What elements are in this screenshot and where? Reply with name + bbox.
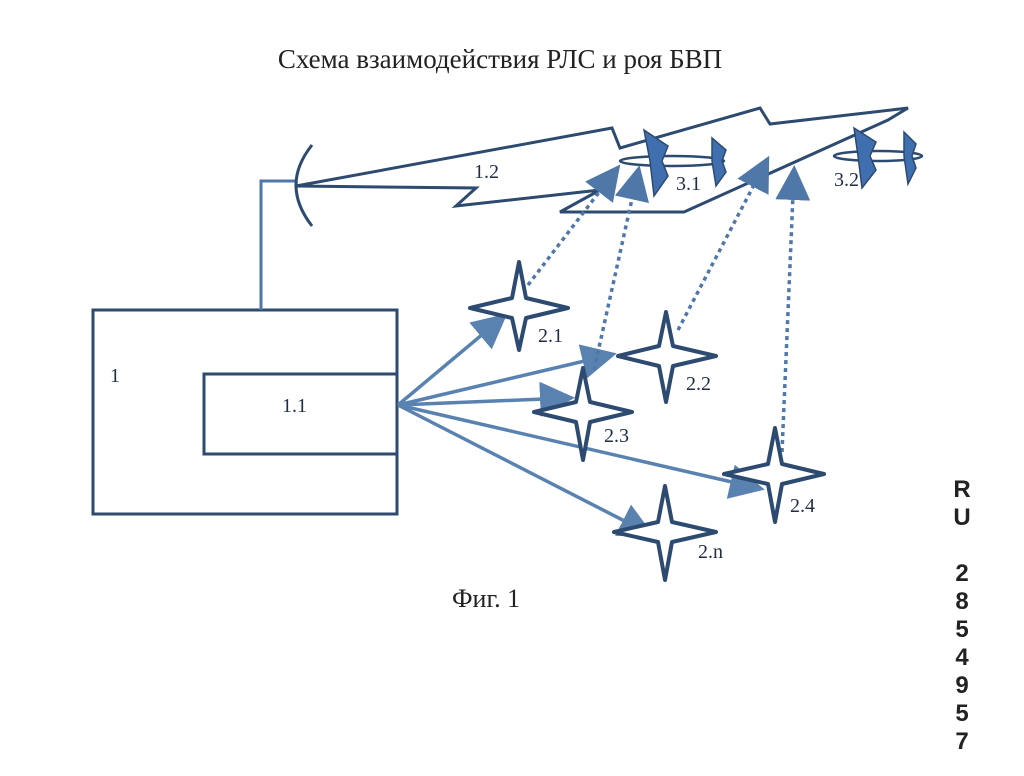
diagram-title: Схема взаимодействия РЛС и роя БВП <box>277 44 723 74</box>
patent-number-char: 5 <box>955 700 969 727</box>
uav-2-3-label: 2.3 <box>604 425 629 447</box>
patent-number-char: 9 <box>955 672 969 699</box>
target-3-2-icon <box>832 126 924 190</box>
link-uav-2-1-to-target <box>526 164 621 287</box>
patent-number-char: 7 <box>955 728 969 755</box>
uav-2-4-icon <box>722 426 826 524</box>
uav-2-2-icon <box>616 310 718 404</box>
patent-number-char: 5 <box>955 616 969 643</box>
radar-beam <box>295 106 909 214</box>
arrow-to-uav-2-4 <box>397 403 765 499</box>
beam-label: 1.2 <box>474 161 499 183</box>
radar-label: 1 <box>110 365 120 387</box>
link-uav-2-3-to-target <box>592 165 650 371</box>
uav-2-n-icon <box>612 484 718 582</box>
arrow-to-uav-2-2 <box>397 344 617 407</box>
arrow-to-uav-2-1 <box>396 313 508 407</box>
controller-label: 1.1 <box>282 395 307 417</box>
radar-unit-box <box>91 308 399 516</box>
uav-2-1-icon <box>468 260 570 352</box>
uav-2-4-label: 2.4 <box>790 495 815 517</box>
arrow-to-uav-2-n <box>397 403 655 537</box>
patent-number-char: R <box>953 476 971 503</box>
antenna-mast <box>259 179 296 310</box>
controller-box <box>202 372 399 456</box>
patent-number-char: 8 <box>955 588 969 615</box>
patent-number-char: 4 <box>955 644 969 671</box>
patent-number-char: U <box>953 504 971 531</box>
link-uav-2-4-to-target <box>775 165 811 453</box>
arrow-to-uav-2-3 <box>397 381 575 417</box>
target-3-1-label: 3.1 <box>676 173 701 195</box>
uav-2-2-label: 2.2 <box>686 373 711 395</box>
target-3-1-icon <box>618 128 727 199</box>
patent-number-char: 2 <box>955 560 969 587</box>
patent-number-char <box>942 532 982 560</box>
uav-2-1-label: 2.1 <box>538 325 563 347</box>
figure-caption: Фиг. 1 <box>452 584 521 613</box>
uav-2-3-icon <box>532 366 634 462</box>
target-3-2-label: 3.2 <box>834 169 859 191</box>
uav-2-n-label: 2.n <box>698 541 723 563</box>
